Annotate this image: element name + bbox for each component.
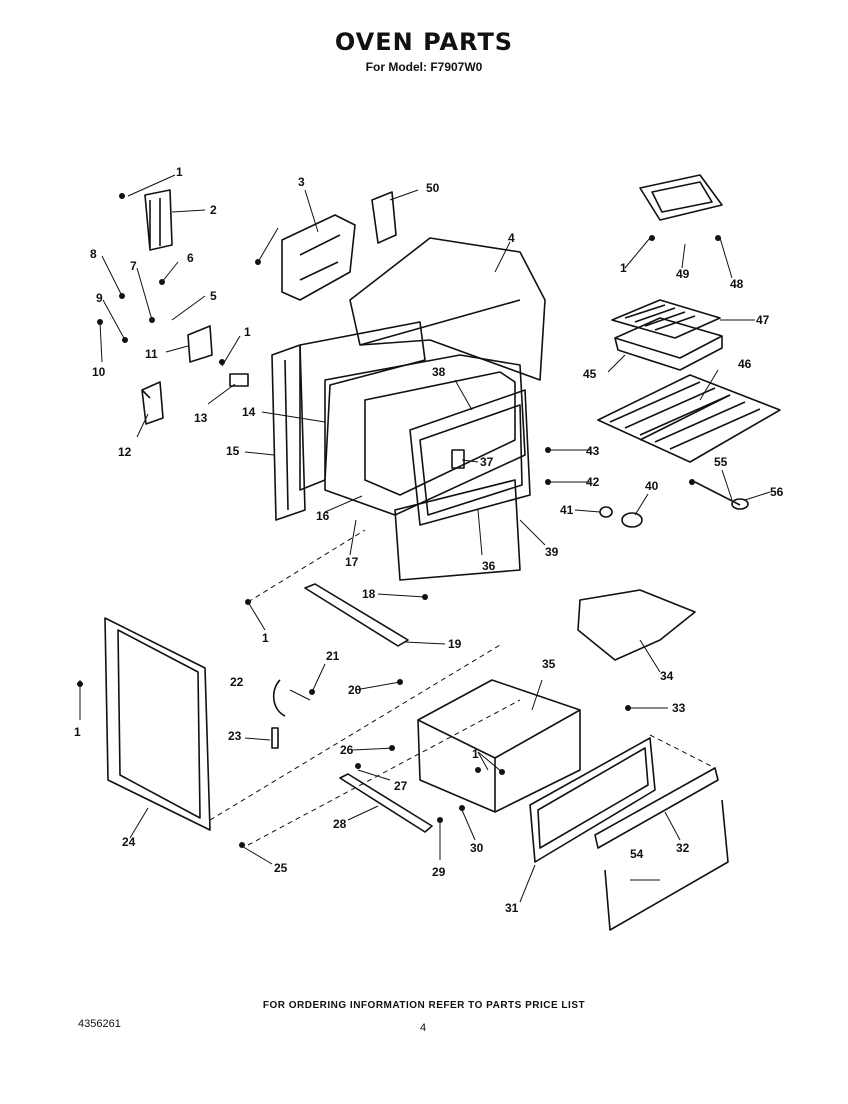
callout: 4 xyxy=(508,231,515,245)
callout: 32 xyxy=(676,841,690,855)
callout: 27 xyxy=(394,779,408,793)
callout: 34 xyxy=(660,669,674,683)
support-rail-19 xyxy=(304,583,409,647)
callout: 11 xyxy=(145,347,158,361)
callout: 40 xyxy=(645,479,659,493)
callout: 13 xyxy=(194,411,208,425)
callout: 19 xyxy=(448,637,462,651)
callout: 2 xyxy=(210,203,217,217)
callout: 56 xyxy=(770,485,784,499)
callout: 49 xyxy=(676,267,690,281)
door-frame-39 xyxy=(394,479,521,581)
broiler-grid-47 xyxy=(611,299,721,339)
callout: 15 xyxy=(226,444,240,458)
document-number: 4356261 xyxy=(78,1018,121,1030)
callout: 1 xyxy=(176,165,183,179)
callout: 21 xyxy=(326,649,340,663)
bracket-part-12 xyxy=(141,381,164,425)
callout: 16 xyxy=(316,509,330,523)
trim-54 xyxy=(604,799,729,931)
callout: 45 xyxy=(583,367,597,381)
oven-window-38 xyxy=(409,389,531,526)
callout: 37 xyxy=(480,455,494,469)
oven-top-4 xyxy=(349,237,546,381)
bottom-liner-34 xyxy=(577,589,696,661)
page-number: 4 xyxy=(420,1022,427,1034)
callout: 43 xyxy=(586,444,600,458)
callout: 48 xyxy=(730,277,744,291)
drawer-front-31 xyxy=(529,737,656,863)
callout: 28 xyxy=(333,817,347,831)
bracket-part-11 xyxy=(187,325,213,363)
callout: 54 xyxy=(630,847,644,861)
bracket-part-2 xyxy=(144,189,173,251)
oven-side-panel-15 xyxy=(271,344,306,521)
callout: 20 xyxy=(348,683,362,697)
storage-drawer-35 xyxy=(417,679,581,813)
callout: 30 xyxy=(470,841,484,855)
callout: 8 xyxy=(90,247,97,261)
callout: 1 xyxy=(74,725,81,739)
callout: 55 xyxy=(714,455,728,469)
trim-32 xyxy=(594,767,719,849)
callout: 22 xyxy=(230,675,244,689)
callout: 35 xyxy=(542,657,556,671)
callout: 3 xyxy=(298,175,305,189)
callout: 36 xyxy=(482,559,496,573)
oven-light-37 xyxy=(451,449,465,469)
callout: 26 xyxy=(340,743,354,757)
callout: 1 xyxy=(472,747,479,761)
callout: 23 xyxy=(228,729,242,743)
door-panel-24 xyxy=(104,617,211,831)
broiler-pan-45 xyxy=(614,317,723,371)
callout: 46 xyxy=(738,357,752,371)
callout: 39 xyxy=(545,545,559,559)
callout: 1 xyxy=(244,325,251,339)
handle-22 xyxy=(271,679,286,749)
callout: 7 xyxy=(130,259,137,273)
oven-liner-14 xyxy=(299,321,426,491)
callout: 6 xyxy=(187,251,194,265)
callout: 25 xyxy=(274,861,288,875)
model-subtitle: For Model: F7907W0 xyxy=(365,60,483,74)
drawer-rail-28 xyxy=(339,773,433,833)
callout: 47 xyxy=(756,313,770,327)
callout: 31 xyxy=(505,901,519,915)
callout: 38 xyxy=(432,365,446,379)
callout-labels: 1 2 3 50 4 8 6 7 5 9 10 11 1 13 14 15 12… xyxy=(74,165,784,915)
callout: 18 xyxy=(362,587,376,601)
ordering-note: FOR ORDERING INFORMATION REFER TO PARTS … xyxy=(262,1000,586,1011)
callout: 41 xyxy=(560,503,574,517)
callout: 29 xyxy=(432,865,446,879)
oven-rack-46 xyxy=(597,374,781,463)
callout: 5 xyxy=(210,289,217,303)
callout: 33 xyxy=(672,701,686,715)
oven-cavity-frame xyxy=(324,354,526,516)
page-title: OVEN PARTS xyxy=(334,28,514,56)
bracket-part-3 xyxy=(281,214,356,301)
callout: 1 xyxy=(262,631,269,645)
callout: 42 xyxy=(586,475,600,489)
callout: 9 xyxy=(96,291,103,305)
callout: 14 xyxy=(242,405,256,419)
callout: 10 xyxy=(92,365,106,379)
callout: 50 xyxy=(426,181,440,195)
callout: 1 xyxy=(620,261,627,275)
callout: 17 xyxy=(345,555,359,569)
callout: 24 xyxy=(122,835,136,849)
part-55-56 xyxy=(694,481,749,510)
callout: 12 xyxy=(118,445,132,459)
sensor-part-13 xyxy=(229,373,249,387)
knob-part-40 xyxy=(599,506,643,528)
element-part-48 xyxy=(639,174,723,221)
bracket-part-50 xyxy=(371,191,397,244)
